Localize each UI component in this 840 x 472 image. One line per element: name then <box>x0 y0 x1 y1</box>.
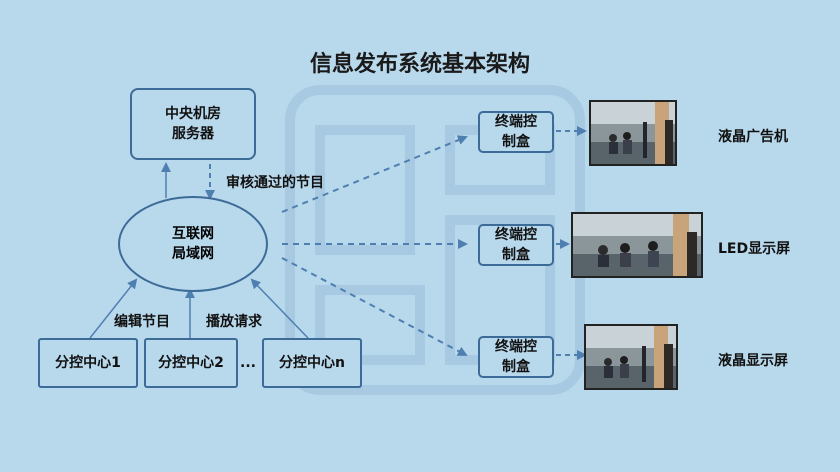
branch-center-label: 分控中心1 <box>55 355 121 371</box>
review-label: 审核通过的节目 <box>226 175 324 191</box>
lcd-ad-screen-image <box>589 100 677 166</box>
server-label-line1: 中央机房 <box>165 106 221 122</box>
branch-center-n: 分控中心n <box>262 338 362 388</box>
branch-ellipsis: ... <box>240 355 256 371</box>
street-scene-picture <box>586 326 676 388</box>
network-label-line2: 局域网 <box>172 246 214 262</box>
terminal-box-3: 终端控 制盒 <box>478 336 554 378</box>
street-scene-picture <box>591 102 675 164</box>
branch-center-1: 分控中心1 <box>38 338 138 388</box>
branch-center-label: 分控中心2 <box>158 355 224 371</box>
terminal-label-line2: 制盒 <box>502 134 530 150</box>
arrow-network-to-terminal-3 <box>281 257 468 356</box>
arrow-network-to-terminal-1 <box>281 135 468 213</box>
branch-center-2: 分控中心2 <box>144 338 238 388</box>
diagram-title: 信息发布系统基本架构 <box>309 52 530 77</box>
display-label-3: 液晶显示屏 <box>718 353 788 369</box>
terminal-label-line2: 制盒 <box>502 247 530 263</box>
terminal-label-line1: 终端控 <box>495 227 537 243</box>
arrow-branchn-to-network <box>250 278 309 339</box>
terminal-label-line2: 制盒 <box>502 359 530 375</box>
server-label-line2: 服务器 <box>172 126 214 142</box>
network-node: 互联网 局域网 <box>118 196 268 292</box>
led-screen-image <box>571 212 703 278</box>
branch-center-label: 分控中心n <box>279 355 345 371</box>
request-label: 播放请求 <box>206 314 262 330</box>
edit-label: 编辑节目 <box>114 314 170 330</box>
server-box: 中央机房 服务器 <box>130 88 256 160</box>
display-label-2: LED显示屏 <box>718 241 791 257</box>
terminal-box-2: 终端控 制盒 <box>478 224 554 266</box>
terminal-label-line1: 终端控 <box>495 339 537 355</box>
terminal-label-line1: 终端控 <box>495 114 537 130</box>
terminal-box-1: 终端控 制盒 <box>478 111 554 153</box>
lcd-screen-image <box>584 324 678 390</box>
arrow-branch1-to-network <box>89 278 138 339</box>
network-label-line1: 互联网 <box>172 226 214 242</box>
street-scene-picture <box>573 214 701 276</box>
display-label-1: 液晶广告机 <box>718 129 788 145</box>
